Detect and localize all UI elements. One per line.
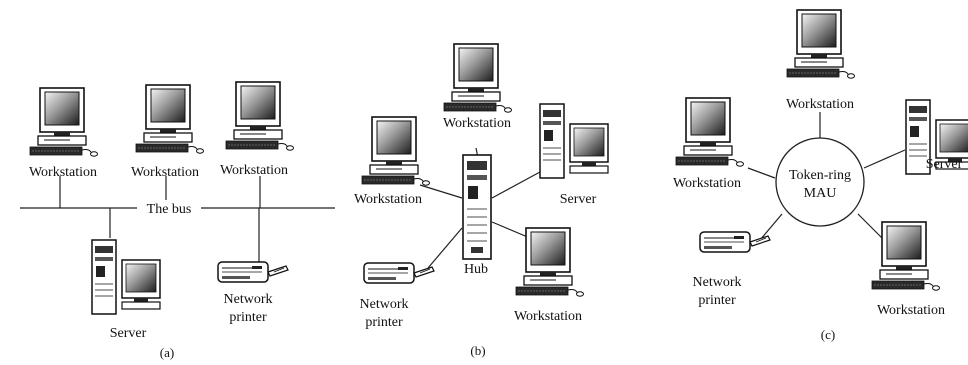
workstation-label: Workstation <box>786 97 854 112</box>
printer-icon <box>217 261 289 283</box>
printer-icon <box>699 231 771 253</box>
link-hub-ws-bottom <box>491 221 531 239</box>
workstation-label: Workstation <box>673 176 741 191</box>
printer-label-line2: printer <box>698 293 736 308</box>
workstation-label: Workstation <box>354 192 422 207</box>
link-hub-ws-left <box>419 184 463 199</box>
panel-a-bus-topology: The bus Workstation Workstation Workstat… <box>20 81 335 360</box>
caption-c: (c) <box>821 327 835 342</box>
mau-label-line2: MAU <box>804 186 837 201</box>
link-hub-server <box>491 171 541 199</box>
panel-c-token-ring-topology: Workstation Workstation Server Token-rin… <box>673 9 968 342</box>
link-mau-ws-left <box>747 167 776 179</box>
workstation-icon <box>443 43 513 113</box>
mau-ring <box>775 137 865 227</box>
printer-label-line1: Network <box>360 297 409 312</box>
server-label: Server <box>110 326 147 341</box>
printer-label-line1: Network <box>693 275 742 290</box>
workstation-icon <box>871 221 941 292</box>
link-hub-printer <box>427 227 463 269</box>
printer-label-line2: printer <box>365 315 403 330</box>
server-label: Server <box>560 192 597 207</box>
hub-icon <box>462 154 492 260</box>
workstation-label: Workstation <box>514 309 582 324</box>
printer-label-line2: printer <box>229 310 267 325</box>
caption-b: (b) <box>470 343 485 358</box>
bus-label: The bus <box>147 202 192 217</box>
workstation-icon <box>515 227 585 298</box>
server-icon <box>91 239 161 315</box>
workstation-icon <box>225 81 295 151</box>
printer-icon <box>363 262 435 284</box>
workstation-icon <box>361 116 431 186</box>
server-icon <box>539 103 609 179</box>
workstation-label: Workstation <box>220 163 288 178</box>
workstation-icon <box>29 87 99 157</box>
workstation-label: Workstation <box>131 165 199 180</box>
workstation-label: Workstation <box>29 165 97 180</box>
bus-label-mask <box>137 200 201 216</box>
workstation-label: Workstation <box>443 116 511 131</box>
workstation-icon <box>675 97 745 167</box>
workstation-label: Workstation <box>877 303 945 318</box>
workstation-icon <box>135 84 205 154</box>
mau-label-line1: Token-ring <box>789 168 851 183</box>
link-mau-printer <box>759 213 783 241</box>
caption-a: (a) <box>160 345 174 360</box>
server-label: Server <box>926 157 963 172</box>
link-mau-ws-bottom <box>857 213 883 239</box>
printer-label-line1: Network <box>224 292 273 307</box>
hub-label: Hub <box>464 262 488 277</box>
workstation-icon <box>786 9 856 79</box>
panel-b-star-topology: Workstation Workstation Server Hub Netwo… <box>354 43 609 358</box>
link-mau-server <box>863 149 906 169</box>
